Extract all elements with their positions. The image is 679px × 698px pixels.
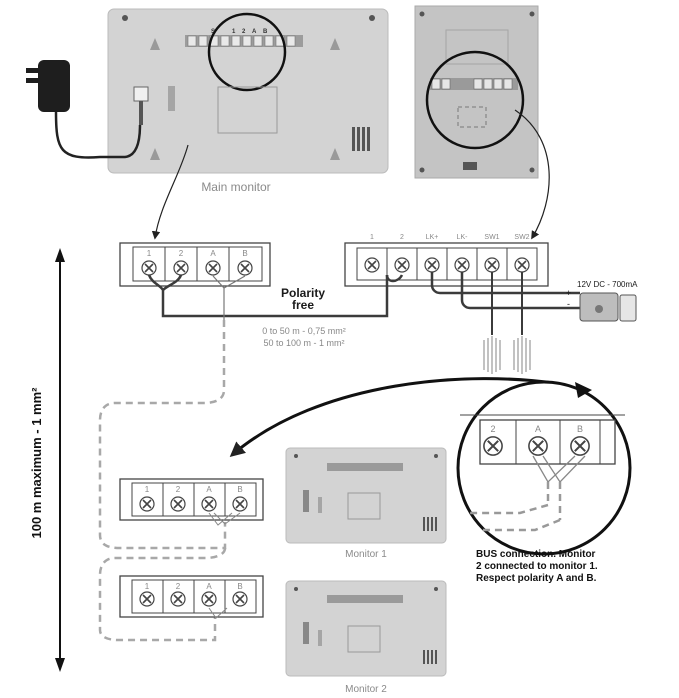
bus-wire [147,274,404,318]
arrow-zoom-to-monitor1 [229,377,561,457]
bus-note-line3: Respect polarity A and B. [476,573,597,584]
main-monitor-label: Main monitor [201,180,270,194]
connector-label-a: A [252,29,257,35]
minus-label: - [567,299,570,309]
m2-term-label-1: 1 [145,582,150,591]
door-term-label-sw1: SW1 [484,234,499,241]
electric-lock [579,292,637,322]
m2-term-label-b: B [237,582,242,591]
dashed-bus-run [98,320,227,642]
main-term-label-b: B [242,249,247,258]
door-term-label-lkplus: LK+ [426,234,439,241]
bus-note-line1: BUS connection. Monitor [476,549,596,560]
zoom-term-label-b: B [577,424,583,434]
connector-label-b: B [263,29,268,35]
distance-dimension [55,248,65,672]
cable-spec-line2: 50 to 100 m - 1 mm² [263,338,344,348]
m1-term-label-2: 2 [176,485,181,494]
zoom-detail: 2 A B [456,380,632,556]
door-term-label-2: 2 [400,234,404,241]
monitor-1-label: Monitor 1 [345,549,387,560]
m2-term-label-2: 2 [176,582,181,591]
bus-note-line2: 2 connected to monitor 1. [476,561,598,572]
power-spec-label: 12V DC - 700mA [577,280,638,289]
monitor-1 [285,447,447,544]
m1-term-label-b: B [237,485,242,494]
monitor1-terminal-block: 1 2 A B [119,478,264,526]
zoom-circle-main [207,12,287,92]
zoom-circle-door [425,50,525,150]
monitor2-terminal-block: 1 2 A B [119,575,264,619]
zoom-term-label-a: A [535,424,541,434]
monitor-2-label: Monitor 2 [345,684,387,695]
main-monitor: S 1 2 A B Main monitor [107,8,389,194]
main-term-label-2: 2 [179,249,184,258]
door-term-label-sw2: SW2 [514,234,529,241]
switch-wire-fan [483,336,531,374]
door-terminal-block: 1 2 LK+ LK- SW1 SW2 [344,234,549,287]
polarity-label-line1: Polarity [281,286,325,300]
connector-label-s: S [211,29,215,35]
m2-term-label-a: A [206,582,212,591]
monitor-2 [285,580,447,677]
distance-label: 100 m maximum - 1 mm² [29,387,44,539]
arrow-door-to-block [514,109,550,240]
main-term-label-a: A [210,249,216,258]
lock-wires [430,272,580,310]
main-term-label-1: 1 [147,249,152,258]
door-station [414,5,539,179]
arrow-main-to-block [151,144,189,240]
plus-label: + [566,288,571,298]
connector-label-1: 1 [232,29,236,35]
m1-term-label-a: A [206,485,212,494]
polarity-label-line2: free [292,298,314,312]
main-terminal-block: 1 2 A B [119,242,271,287]
connector-label-2: 2 [242,29,246,35]
switch-wires [491,272,523,335]
ab-wire-main [212,275,246,320]
m1-term-label-1: 1 [145,485,150,494]
cable-spec-line1: 0 to 50 m - 0,75 mm² [262,326,346,336]
door-term-label-lkminus: LK- [457,234,469,241]
power-adapter [26,60,142,159]
door-term-label-1: 1 [370,234,374,241]
zoom-term-label-2: 2 [490,424,495,434]
